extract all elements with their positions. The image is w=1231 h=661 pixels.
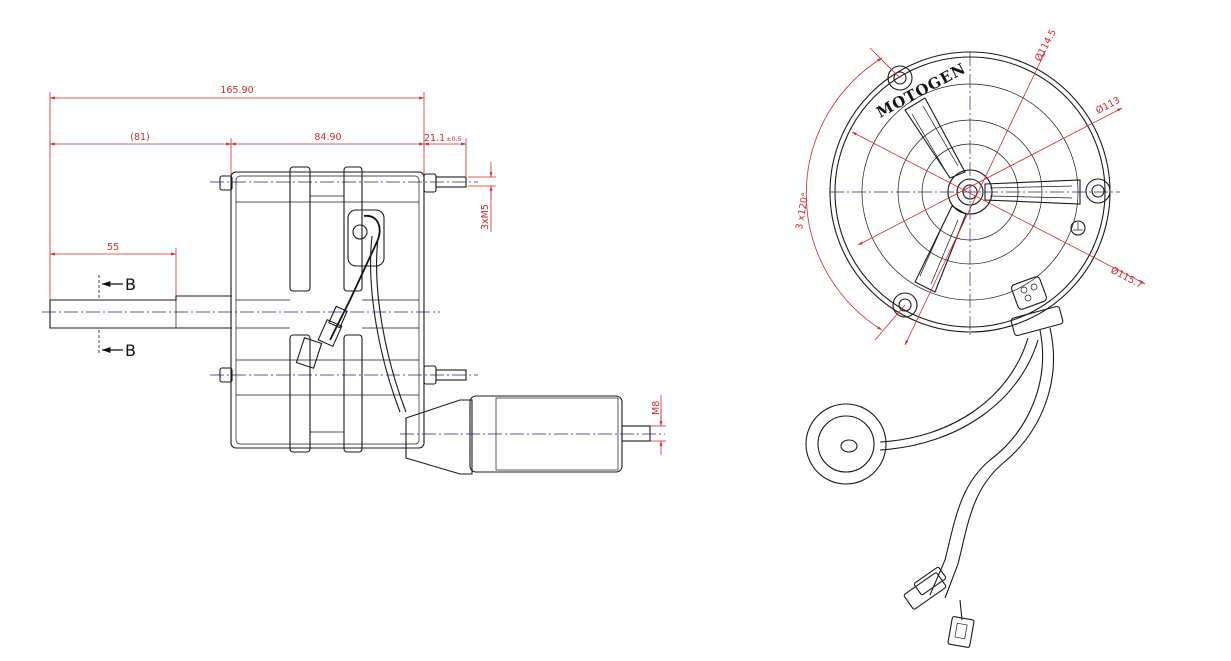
cable-grommet	[805, 403, 887, 485]
power-cable	[879, 305, 1064, 599]
spokes	[904, 97, 1081, 293]
dim-stud-tolerance: ±0.5	[446, 135, 462, 143]
dim-stud-label: 21.1	[424, 133, 445, 144]
dim-threads: 3xM5	[468, 162, 496, 232]
dim-d1-label: Ø114.5	[1033, 28, 1059, 64]
dim-angle: 3 x120°	[794, 47, 906, 341]
dim-body: 84.90	[231, 132, 424, 146]
cable-connector	[903, 566, 975, 648]
section-label-bottom: B	[125, 341, 136, 360]
side-view: 165.90 (81) 84.90 21.1 ±0.5 3xM5	[42, 85, 666, 475]
shaft	[49, 295, 232, 329]
section-label-top: B	[125, 275, 136, 294]
dim-shaft-step: 55	[50, 242, 177, 298]
dim-cap-thread: M8	[650, 395, 666, 455]
front-view: MOTOGEN Ø114.5 Ø113 Ø115.7 3 x120°	[794, 28, 1146, 648]
dim-shaft-step-label: 55	[107, 242, 119, 253]
dim-cap-thread-label: M8	[651, 401, 662, 415]
brand-logo: MOTOGEN	[873, 59, 969, 121]
dim-d2-label: Ø113	[1094, 95, 1122, 117]
motor-body	[219, 166, 467, 453]
cable-assembly	[295, 209, 407, 413]
mount-boss-right	[1085, 178, 1111, 204]
dim-shaft-total-label: (81)	[130, 132, 150, 143]
dim-body-label: 84.90	[314, 132, 341, 143]
terminal-block	[1011, 276, 1047, 310]
dim-shaft-total: (81)	[50, 132, 232, 175]
dim-overall-label: 165.90	[220, 85, 253, 96]
capacitor	[400, 395, 665, 475]
dim-stud: 21.1 ±0.5	[424, 133, 467, 176]
section-marker-top: B	[98, 275, 136, 300]
dim-d3-label: Ø115.7	[1109, 265, 1145, 291]
dim-d3: Ø115.7	[851, 131, 1146, 291]
dim-overall: 165.90	[49, 85, 425, 300]
section-marker-bottom: B	[98, 330, 136, 360]
dim-threads-label: 3xM5	[480, 204, 491, 230]
earth-symbol-icon	[1070, 220, 1086, 236]
